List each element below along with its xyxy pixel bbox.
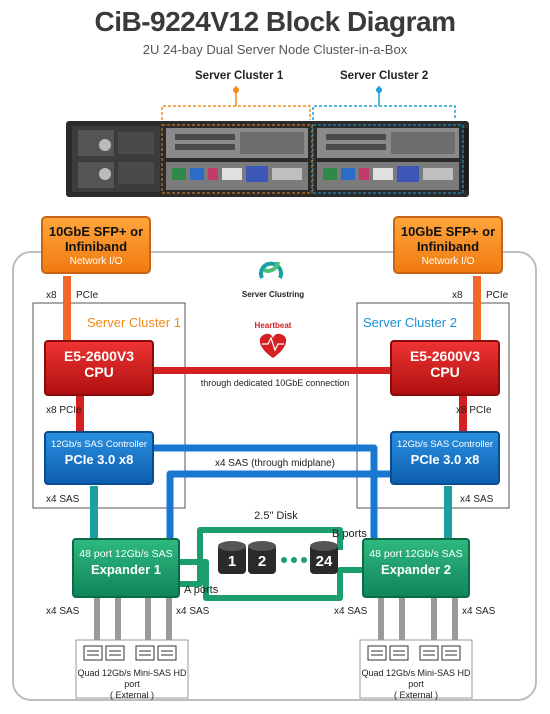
external-ports-right	[359, 639, 473, 699]
midplane-sas-links	[154, 444, 394, 540]
label-pcie-right: PCIe	[486, 290, 509, 301]
disk-label: 2.5" Disk	[254, 510, 298, 522]
system-frame	[12, 251, 537, 701]
cpu-pcie-links	[76, 396, 467, 432]
clustering-label: Server Clustring	[241, 290, 305, 299]
disk-number-24: 24	[315, 553, 333, 570]
disk-links	[170, 527, 364, 601]
disk-icon-2	[248, 541, 276, 574]
label-x4-sas-exp1-right: x4 SAS	[176, 606, 210, 617]
chassis-label-cluster-2: Server Cluster 2	[340, 70, 429, 82]
label-x8-right: x8	[452, 290, 463, 301]
cpu-left-label: CPU	[84, 364, 114, 380]
heartbeat-icon	[259, 333, 287, 358]
external-ports-right-line1: Quad 12Gb/s Mini-SAS HD port	[361, 668, 471, 689]
a-ports-label: A ports	[184, 584, 219, 596]
external-ports-left-line2: ( External )	[109, 690, 154, 700]
external-ports-left-line1: Quad 12Gb/s Mini-SAS HD port	[77, 668, 187, 689]
network-io-left-title: 10GbE SFP+ or Infiniband	[48, 224, 144, 254]
expander-2-sub: Expander 2	[380, 562, 452, 577]
chassis-label-cluster-1: Server Cluster 1	[195, 70, 284, 82]
label-x8-pcie-left: x8 PCIe	[46, 405, 82, 416]
expander-1-sub: Expander 1	[90, 562, 162, 577]
cluster-2-frame	[356, 302, 510, 509]
expander-2-title: 48 port 12Gb/s SAS	[369, 548, 463, 560]
disk-icon-24	[310, 541, 338, 574]
expander-2: 48 port 12Gb/s SAS Expander 2	[362, 538, 470, 598]
label-x4-sas-exp2-right: x4 SAS	[462, 606, 496, 617]
cpu-left-model: E5-2600V3	[63, 348, 135, 364]
sas-controller-right: 12Gb/s SAS Controller PCIe 3.0 x8	[390, 431, 500, 485]
disk-number-1: 1	[227, 553, 237, 570]
sas-controller-right-title: 12Gb/s SAS Controller	[396, 439, 494, 450]
disk-number-2: 2	[257, 553, 267, 570]
cpu-right-model: E5-2600V3	[409, 348, 481, 364]
network-pcie-links	[63, 276, 481, 340]
sas-controller-left: 12Gb/s SAS Controller PCIe 3.0 x8	[44, 431, 154, 485]
network-io-right: 10GbE SFP+ or Infiniband Network I/O	[393, 216, 503, 274]
expander-1: 48 port 12Gb/s SAS Expander 1	[72, 538, 180, 598]
controller-expander-links	[90, 486, 452, 540]
network-io-right-title: 10GbE SFP+ or Infiniband	[400, 224, 496, 254]
cluster-1-title: Server Cluster 1	[87, 315, 181, 330]
server-clustering-icon	[259, 261, 283, 279]
b-ports-label: B ports	[332, 528, 367, 540]
sas-controller-right-sub: PCIe 3.0 x8	[410, 452, 480, 467]
page-title: CiB-9224V12 Block Diagram	[94, 6, 456, 37]
label-x8-left: x8	[46, 290, 57, 301]
label-x8-pcie-right: x8 PCIe	[456, 405, 492, 416]
ellipsis-dots	[281, 557, 307, 563]
network-io-left-sub: Network I/O	[69, 256, 123, 267]
cpu-left: E5-2600V3 CPU	[44, 340, 154, 396]
external-port-links	[94, 598, 458, 640]
label-x4-sas-exp1-left: x4 SAS	[46, 606, 80, 617]
external-ports-right-caption: Quad 12Gb/s Mini-SAS HD port ( External …	[360, 668, 472, 701]
chassis-callouts	[161, 86, 456, 120]
disk-icon-1	[218, 541, 246, 574]
heartbeat-link	[150, 367, 398, 374]
label-pcie-left: PCIe	[76, 290, 99, 301]
label-x4-sas-exp2-left: x4 SAS	[334, 606, 368, 617]
chassis-rear-panel	[66, 121, 469, 197]
external-ports-right-line2: ( External )	[393, 690, 438, 700]
network-io-left: 10GbE SFP+ or Infiniband Network I/O	[41, 216, 151, 274]
page-subtitle: 2U 24-bay Dual Server Node Cluster-in-a-…	[142, 42, 408, 57]
external-ports-left-caption: Quad 12Gb/s Mini-SAS HD port ( External …	[76, 668, 188, 701]
external-ports-left	[75, 639, 189, 699]
sas-controller-left-sub: PCIe 3.0 x8	[64, 452, 134, 467]
heartbeat-label: Heartbeat	[254, 321, 292, 330]
cpu-right: E5-2600V3 CPU	[390, 340, 500, 396]
cpu-right-label: CPU	[430, 364, 460, 380]
heartbeat-link-label: through dedicated 10GbE connection	[200, 378, 350, 388]
network-io-right-sub: Network I/O	[421, 256, 475, 267]
cluster-1-frame	[32, 302, 186, 509]
cluster-2-title: Server Cluster 2	[363, 315, 457, 330]
expander-1-title: 48 port 12Gb/s SAS	[79, 548, 173, 560]
label-x4-sas-right: x4 SAS	[460, 494, 494, 505]
label-x4-sas-left: x4 SAS	[46, 494, 80, 505]
midplane-label: x4 SAS (through midplane)	[214, 458, 336, 469]
sas-controller-left-title: 12Gb/s SAS Controller	[50, 439, 148, 450]
